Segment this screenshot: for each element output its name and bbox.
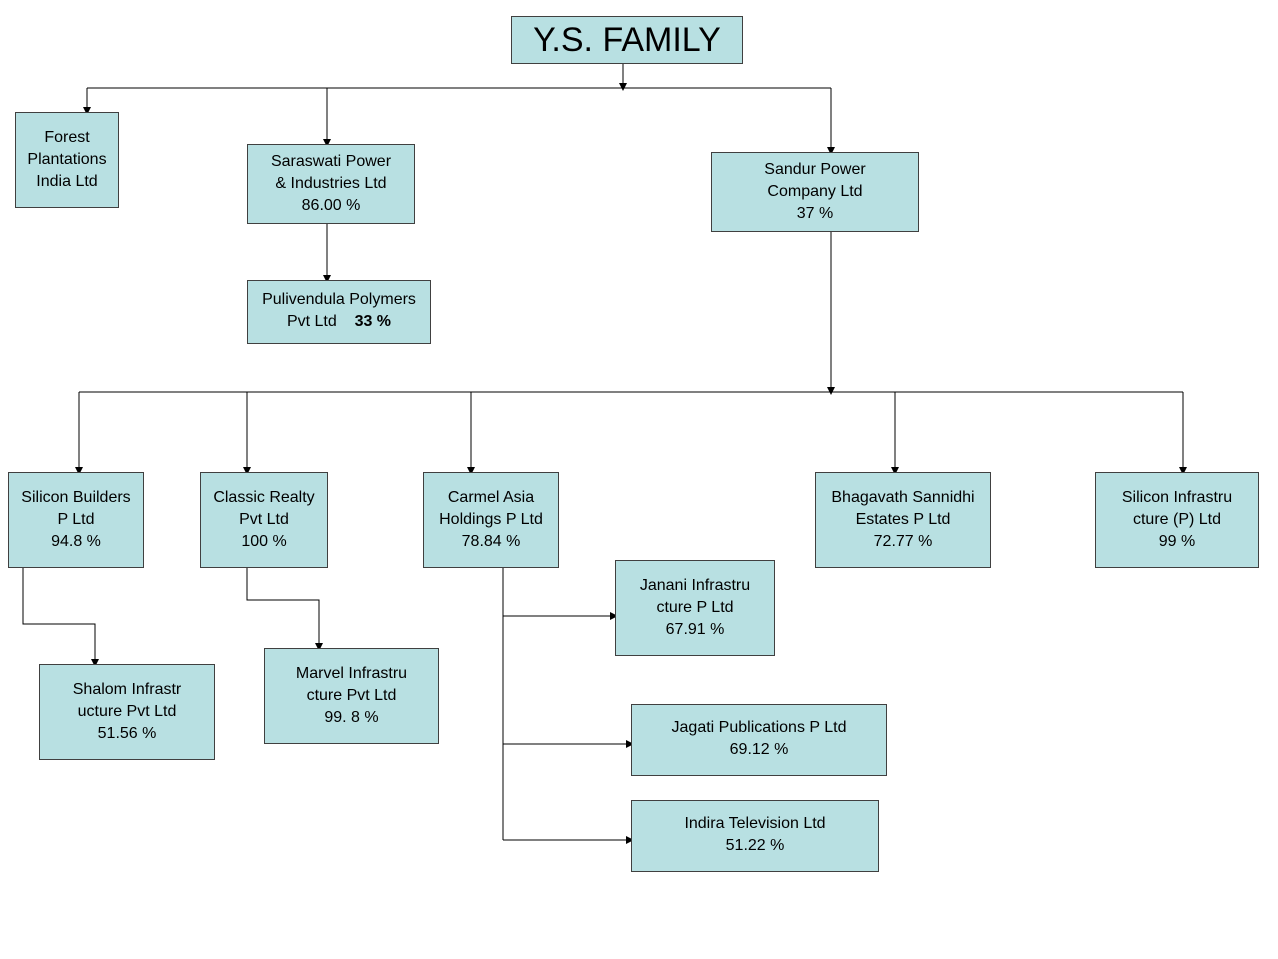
node-indira-television: Indira Television Ltd 51.22 % bbox=[631, 800, 879, 872]
node-percentage: 72.77 % bbox=[873, 533, 933, 550]
node-bhagavath-sannidhi: Bhagavath Sannidhi Estates P Ltd 72.77 % bbox=[815, 472, 991, 568]
node-percentage: 37 % bbox=[796, 205, 834, 222]
node-line: Holdings P Ltd bbox=[439, 511, 543, 528]
node-line: cture Pvt Ltd bbox=[306, 687, 397, 704]
node-line: & Industries Ltd bbox=[275, 175, 387, 192]
node-shalom-infrastructure: Shalom Infrastr ucture Pvt Ltd 51.56 % bbox=[39, 664, 215, 760]
node-silicon-builders: Silicon Builders P Ltd 94.8 % bbox=[8, 472, 144, 568]
node-line-name: Pvt Ltd bbox=[286, 313, 337, 330]
node-percentage: 78.84 % bbox=[461, 533, 521, 550]
node-line: Jagati Publications P Ltd bbox=[671, 719, 847, 736]
root-title: Y.S. FAMILY bbox=[533, 21, 721, 59]
node-line: Silicon Infrastru bbox=[1121, 489, 1233, 506]
node-line: cture P Ltd bbox=[656, 599, 734, 616]
node-line: ucture Pvt Ltd bbox=[77, 703, 177, 720]
node-line: Classic Realty bbox=[213, 489, 315, 506]
node-line: Pvt Ltd 33 % bbox=[287, 311, 391, 333]
node-percentage: 100 % bbox=[241, 533, 287, 550]
node-line: Pulivendula Polymers bbox=[262, 291, 416, 308]
node-line: Janani Infrastru bbox=[639, 577, 751, 594]
node-line: Saraswati Power bbox=[270, 153, 392, 170]
node-line: Sandur Power bbox=[764, 161, 866, 178]
node-silicon-infrastructure: Silicon Infrastru cture (P) Ltd 99 % bbox=[1095, 472, 1259, 568]
node-line: P Ltd bbox=[57, 511, 95, 528]
node-percentage: 99 % bbox=[1158, 533, 1196, 550]
connector-silicon-builders-to-shalom bbox=[22, 568, 99, 667]
node-classic-realty: Classic Realty Pvt Ltd 100 % bbox=[200, 472, 328, 568]
node-line: Indira Television Ltd bbox=[684, 815, 826, 832]
node-line: cture (P) Ltd bbox=[1132, 511, 1222, 528]
node-line: Shalom Infrastr bbox=[72, 681, 182, 698]
node-line: Pvt Ltd bbox=[239, 511, 289, 528]
node-line: Carmel Asia bbox=[447, 489, 535, 506]
node-percentage: 51.22 % bbox=[725, 837, 785, 854]
node-percentage: 69.12 % bbox=[729, 741, 789, 758]
node-pulivendula-polymers: Pulivendula Polymers Pvt Ltd 33 % bbox=[247, 280, 431, 344]
node-janani-infrastructure: Janani Infrastru cture P Ltd 67.91 % bbox=[615, 560, 775, 656]
connector-classic-to-marvel bbox=[246, 568, 323, 651]
node-marvel-infrastructure: Marvel Infrastru cture Pvt Ltd 99. 8 % bbox=[264, 648, 439, 744]
node-percentage: 99. 8 % bbox=[324, 709, 379, 726]
node-line: Silicon Builders bbox=[21, 489, 131, 506]
node-line: India Ltd bbox=[36, 173, 98, 190]
node-sandur-power: Sandur Power Company Ltd 37 % bbox=[711, 152, 919, 232]
node-line: Marvel Infrastru bbox=[295, 665, 408, 682]
node-percentage: 67.91 % bbox=[665, 621, 725, 638]
node-line: Plantations bbox=[27, 151, 107, 168]
node-line: Bhagavath Sannidhi bbox=[831, 489, 975, 506]
node-percentage: 94.8 % bbox=[51, 533, 101, 550]
node-line: Estates P Ltd bbox=[855, 511, 951, 528]
node-percentage: 33 % bbox=[354, 313, 392, 330]
root-node-ys-family: Y.S. FAMILY bbox=[511, 16, 743, 64]
node-percentage: 86.00 % bbox=[301, 197, 361, 214]
node-percentage: 51.56 % bbox=[97, 725, 157, 742]
node-forest-plantations: Forest Plantations India Ltd bbox=[15, 112, 119, 208]
node-carmel-asia: Carmel Asia Holdings P Ltd 78.84 % bbox=[423, 472, 559, 568]
node-jagati-publications: Jagati Publications P Ltd 69.12 % bbox=[631, 704, 887, 776]
node-line: Company Ltd bbox=[767, 183, 863, 200]
node-line: Forest bbox=[44, 129, 90, 146]
node-saraswati-power: Saraswati Power & Industries Ltd 86.00 % bbox=[247, 144, 415, 224]
